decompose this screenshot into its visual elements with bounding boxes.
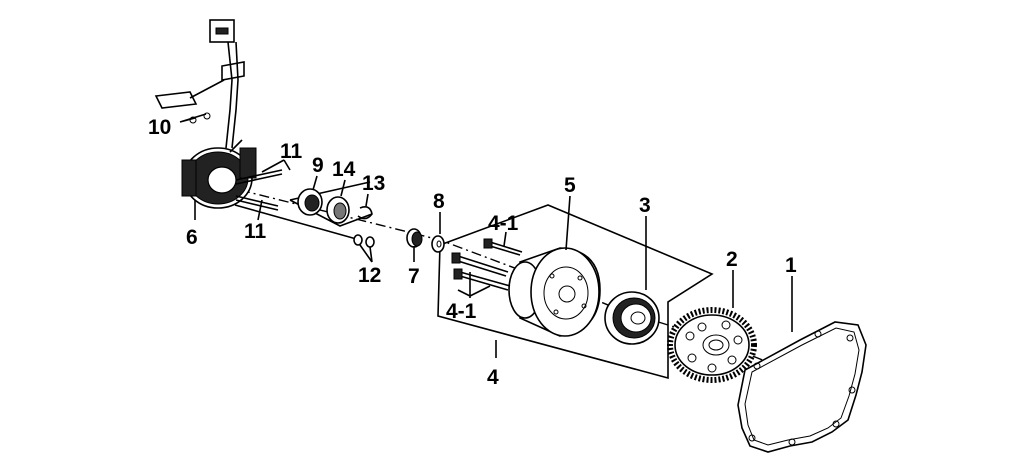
nut-washer-part [406, 228, 445, 253]
callout-13: 13 [362, 172, 385, 195]
stator-part [181, 139, 257, 209]
callout-10: 10 [148, 116, 171, 139]
callout-3: 3 [639, 194, 651, 217]
assembly-4-outline [437, 204, 714, 380]
bearing-seal-part [289, 181, 373, 227]
flywheel-rotor-part [508, 247, 601, 337]
callouts: 1 2 3 4 4-1 4-1 5 6 7 8 9 10 11 11 12 13… [148, 116, 797, 389]
driven-gear-part [667, 307, 757, 383]
callout-11-bottom: 11 [244, 220, 267, 243]
callout-9: 9 [312, 154, 324, 177]
callout-12: 12 [358, 264, 381, 287]
callout-4-1-bottom: 4-1 [446, 300, 477, 323]
bolt-part [451, 238, 523, 291]
stator-bolt-part [235, 169, 283, 211]
callout-6: 6 [186, 226, 198, 249]
gasket-part [737, 321, 867, 453]
callout-11-top: 11 [280, 140, 303, 163]
callout-5: 5 [564, 174, 576, 197]
wire-harness-part [154, 19, 245, 149]
starter-clutch-part [604, 291, 660, 345]
callout-14: 14 [332, 158, 356, 181]
callout-1: 1 [785, 254, 797, 277]
callout-8: 8 [433, 190, 445, 213]
callout-7: 7 [408, 265, 420, 288]
leader-lines [179, 113, 793, 358]
callout-4: 4 [487, 366, 499, 389]
callout-4-1-top: 4-1 [488, 212, 519, 235]
callout-2: 2 [726, 248, 738, 271]
